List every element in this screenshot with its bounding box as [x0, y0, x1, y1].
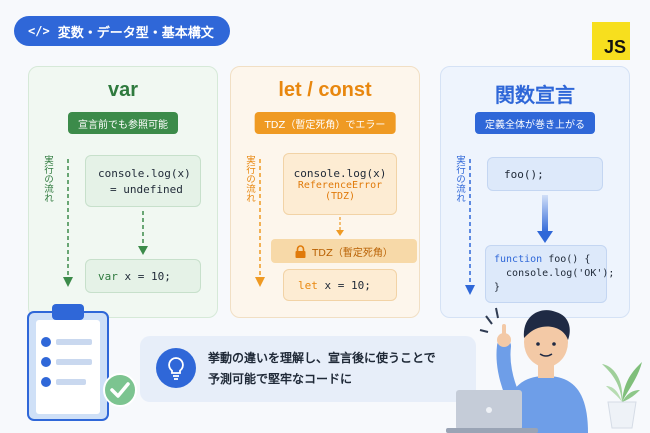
page-title: 変数・データ型・基本構文: [57, 25, 214, 41]
function-decl-line2: console.log('OK');: [494, 268, 615, 279]
summary-line2: 予測可能で堅牢なコードに: [208, 372, 353, 386]
function-call-box: foo();: [487, 157, 603, 191]
var-code-log-line1: console.log(x): [98, 166, 191, 180]
let-code-log-line1: console.log(x): [293, 166, 387, 180]
function-panel-subtitle: 定義全体が巻き上がる: [475, 112, 595, 134]
let-keyword: let: [298, 278, 318, 292]
plant-illustration: [602, 362, 642, 429]
var-panel-subtitle: 宣言前でも参照可能: [68, 112, 178, 134]
let-flow-label: 実行の流れ: [244, 155, 255, 203]
tdz-zone-bar: TDZ（暫定死角）: [271, 239, 417, 263]
var-flow-label: 実行の流れ: [42, 155, 53, 203]
var-panel-title: var: [107, 79, 139, 101]
header-title-pill: </> 変数・データ型・基本構文: [14, 16, 230, 46]
arrow-down-icon: [336, 217, 344, 236]
let-flow-arrow: [255, 159, 265, 287]
function-decl-box: function foo() { console.log('OK'); }: [485, 245, 615, 303]
summary-line1: 挙動の違いを理解し、宣言後に使うことで: [208, 351, 436, 365]
let-code-log: console.log(x) ReferenceError (TDZ): [283, 153, 397, 215]
function-panel-title: 関数宣言: [495, 85, 575, 107]
let-decl-rest: x = 10;: [317, 278, 371, 292]
var-decl-rest: x = 10;: [117, 269, 171, 283]
tdz-zone-label: TDZ（暫定死角）: [312, 247, 393, 259]
function-keyword: function: [494, 254, 543, 265]
person-laptop-illustration: [446, 307, 588, 433]
function-panel: 関数宣言 定義全体が巻き上がる 実行の流れ foo(); function fo…: [440, 66, 630, 318]
arrow-down-icon: [537, 195, 553, 243]
var-code-log: console.log(x) = undefined: [85, 155, 201, 207]
lightbulb-icon: [156, 348, 196, 388]
lock-icon: [295, 244, 306, 258]
js-logo: JS: [592, 22, 630, 60]
function-decl-line1: foo() {: [542, 254, 591, 265]
let-panel-subtitle: TDZ（暫定死角）でエラー: [254, 112, 396, 134]
function-flow-arrow: [465, 159, 475, 295]
let-tdz-tag: (TDZ): [324, 190, 356, 202]
function-flow-label: 実行の流れ: [454, 155, 465, 203]
function-decl-line3: }: [494, 282, 501, 293]
let-code-decl: let x = 10;: [283, 269, 397, 301]
check-circle-icon: [103, 373, 137, 407]
code-icon: </>: [28, 24, 50, 38]
function-call: foo();: [504, 167, 544, 181]
summary-card: 挙動の違いを理解し、宣言後に使うことで 予測可能で堅牢なコードに: [140, 336, 476, 402]
var-keyword: var: [98, 269, 118, 283]
let-panel-title: let / const: [278, 79, 372, 101]
let-reference-error: ReferenceError: [297, 179, 383, 191]
var-flow-arrow: [63, 159, 73, 287]
var-code-log-line2: = undefined: [110, 182, 183, 196]
arrow-down-icon: [138, 211, 148, 255]
var-panel: var 宣言前でも参照可能 実行の流れ console.log(x) = und…: [28, 66, 218, 318]
var-code-decl: var x = 10;: [85, 259, 201, 293]
clipboard-checklist-icon: [27, 304, 109, 421]
summary-text: 挙動の違いを理解し、宣言後に使うことで 予測可能で堅牢なコードに: [208, 348, 436, 390]
let-panel: let / const TDZ（暫定死角）でエラー 実行の流れ console.…: [230, 66, 420, 318]
